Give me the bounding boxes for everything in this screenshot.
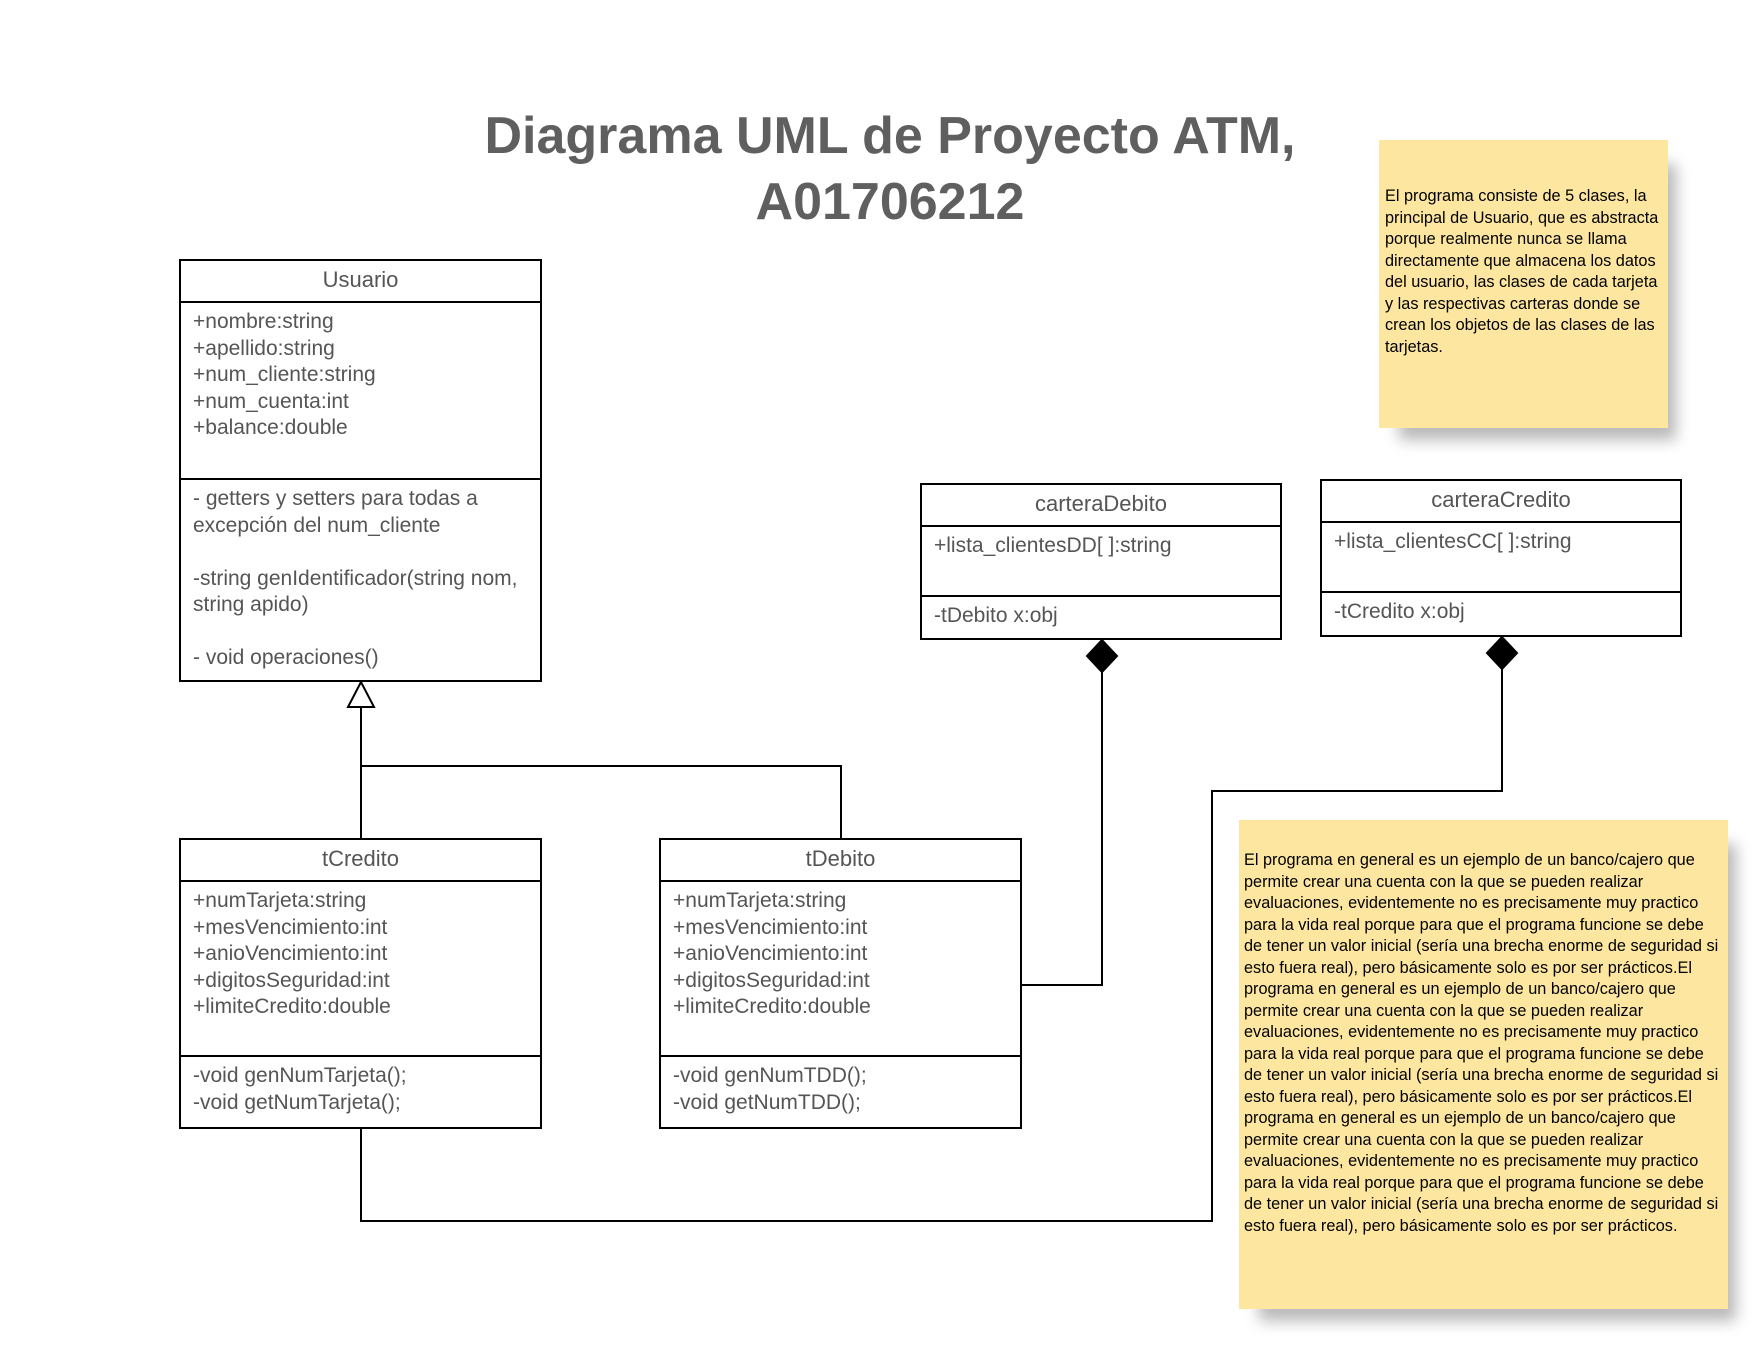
sticky-note-top[interactable]: El programa consiste de 5 clases, la pri… [1379, 140, 1668, 428]
sticky-note-bottom[interactable]: El programa en general es un ejemplo de … [1239, 820, 1728, 1309]
class-methods: -tCredito x:obj [1334, 600, 1465, 623]
class-attributes: +numTarjeta:string +mesVencimiento:int +… [181, 882, 540, 1057]
note-text: El programa consiste de 5 clases, la pri… [1385, 187, 1659, 356]
class-name: carteraDebito [922, 485, 1280, 527]
class-cartera-debito[interactable]: carteraDebito +lista_clientesDD[ ]:strin… [920, 483, 1282, 640]
class-cartera-credito[interactable]: carteraCredito +lista_clientesCC[ ]:stri… [1320, 479, 1682, 637]
diagram-title: Diagrama UML de Proyecto ATM, A01706212 [484, 107, 1296, 231]
class-attributes: +lista_clientesDD[ ]:string [922, 527, 1280, 597]
class-methods: -tDebito x:obj [934, 604, 1058, 627]
composition-line-debito [1022, 672, 1103, 986]
class-attributes: +lista_clientesCC[ ]:string [1322, 523, 1680, 593]
composition-diamond-debito [1085, 638, 1119, 674]
class-name: Usuario [181, 261, 540, 303]
inheritance-arrowhead [346, 679, 376, 708]
class-attributes: +nombre:string +apellido:string +num_cli… [181, 303, 540, 480]
class-methods: -void genNumTarjeta(); -void getNumTarje… [193, 1064, 407, 1114]
class-name: tDebito [661, 840, 1020, 882]
class-methods: - getters y setters para todas a excepci… [193, 487, 518, 669]
composition-diamond-credito [1485, 635, 1519, 671]
class-methods: -void genNumTDD(); -void getNumTDD(); [673, 1064, 867, 1114]
class-usuario[interactable]: Usuario +nombre:string +apellido:string … [179, 259, 542, 682]
composition-line-credito [360, 669, 1503, 1222]
class-attributes: +numTarjeta:string +mesVencimiento:int +… [661, 882, 1020, 1057]
class-tcredito[interactable]: tCredito +numTarjeta:string +mesVencimie… [179, 838, 542, 1129]
note-text: El programa en general es un ejemplo de … [1244, 851, 1719, 1235]
class-name: carteraCredito [1322, 481, 1680, 523]
class-tdebito[interactable]: tDebito +numTarjeta:string +mesVencimien… [659, 838, 1022, 1129]
class-name: tCredito [181, 840, 540, 882]
inheritance-line-tdebito [361, 765, 842, 841]
